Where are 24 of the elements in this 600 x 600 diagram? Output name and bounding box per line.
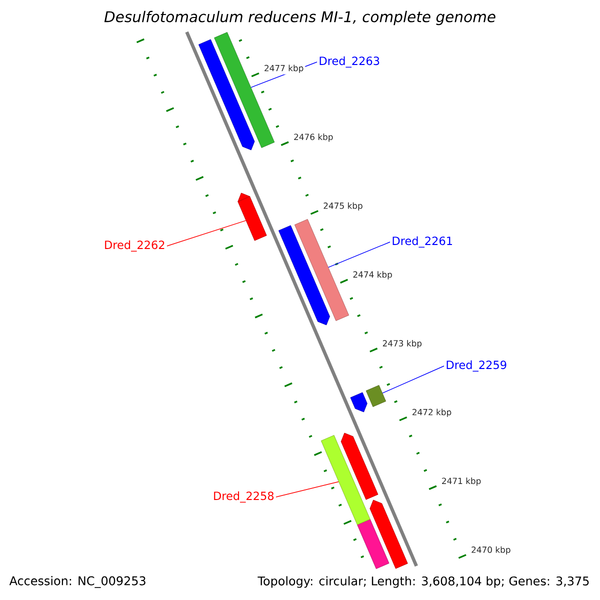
tick-label: 2474 kbp (351, 270, 394, 281)
gene-label: Dred_2259 (446, 360, 506, 372)
gene-label: Dred_2261 (392, 236, 452, 248)
tick-label: 2470 kbp (470, 544, 512, 556)
title: Desulfotomaculum reducens MI-1, complete genome (104, 10, 496, 26)
tick-label: 2473 kbp (380, 338, 424, 350)
leader-line (382, 366, 444, 394)
accession-label: Accession: NC_009253 (9, 576, 146, 588)
tick-label: 2476 kbp (292, 132, 335, 144)
gene-label: Dred_2258 (214, 491, 274, 503)
gene-bar (320, 435, 370, 525)
gene-bar (238, 192, 267, 241)
genome-info-label: Topology: circular; Length: 3,608,104 bp; Genes: 3,375 (258, 576, 589, 588)
tick-label: 2472 kbp (410, 407, 454, 418)
tick-label: 2475 kbp (322, 200, 364, 212)
leader-line (328, 242, 390, 268)
gene-label: Dred_2263 (320, 56, 380, 68)
leader-line (166, 220, 246, 246)
tick-label: 2471 kbp (440, 476, 483, 488)
gene-bar (366, 385, 386, 407)
gene-bar (294, 219, 350, 321)
leader-line (276, 481, 339, 498)
tick-label: 2477 kbp (262, 63, 306, 74)
gene-label: Dred_2262 (105, 240, 164, 252)
